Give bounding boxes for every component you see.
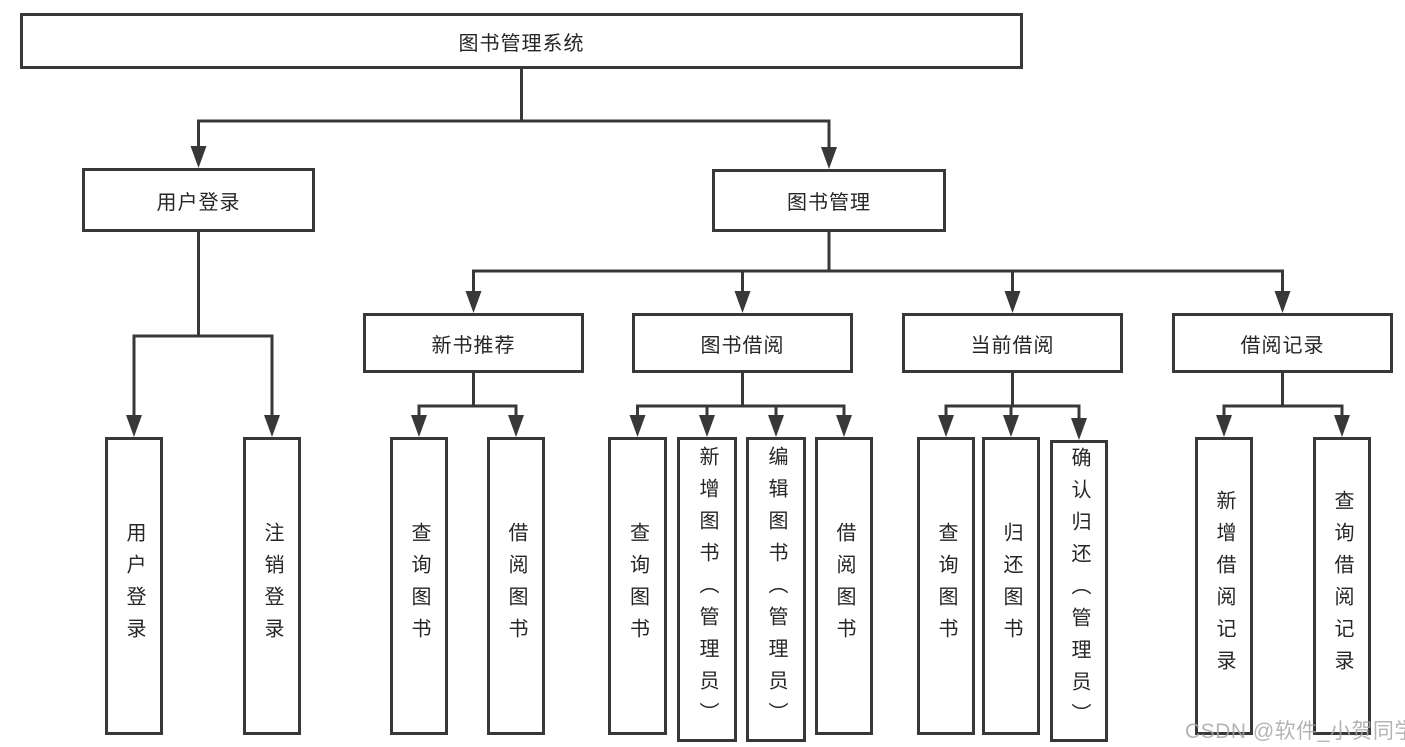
leaf-query-borrow-record: 查询借阅记录: [1313, 437, 1371, 735]
node-book-borrowing-label: 图书借阅: [700, 334, 785, 357]
leaf-return-books: 归还图书: [982, 437, 1040, 735]
leaf-query-books-3-label: 查询图书: [935, 522, 957, 650]
leaf-borrow-books-2-label: 借阅图书: [833, 522, 855, 650]
node-user-login-label: 用户登录: [156, 191, 241, 214]
node-current-borrowing: 当前借阅: [902, 313, 1123, 373]
leaf-confirm-return-label: 确认归还（管理员）: [1068, 447, 1090, 735]
node-book-management-label: 图书管理: [787, 192, 871, 214]
node-book-borrowing: 图书借阅: [632, 313, 853, 373]
node-root-system: 图书管理系统: [20, 13, 1023, 69]
node-book-management: 图书管理: [712, 169, 946, 232]
leaf-add-books-label: 新增图书（管理员）: [696, 445, 718, 734]
leaf-query-borrow-record-label: 查询借阅记录: [1331, 490, 1353, 682]
leaf-logout: 注销登录: [243, 437, 301, 735]
node-new-book-recommendation-label: 新书推荐: [431, 334, 516, 357]
csdn-watermark: CSDN @软件_小贺同学: [1185, 720, 1405, 743]
leaf-query-books-under-borrowing: 查询图书: [608, 437, 667, 735]
leaf-add-borrow-record: 新增借阅记录: [1195, 437, 1253, 735]
node-current-borrowing-label: 当前借阅: [970, 334, 1055, 357]
leaf-return-books-label: 归还图书: [1000, 522, 1022, 650]
leaf-edit-books-label: 编辑图书（管理员）: [765, 445, 787, 734]
leaf-query-books-1-label: 查询图书: [408, 522, 430, 650]
leaf-confirm-return-admin: 确认归还（管理员）: [1050, 440, 1108, 742]
leaf-query-books-under-recommendation: 查询图书: [390, 437, 448, 735]
node-borrowing-records-label: 借阅记录: [1240, 334, 1325, 357]
leaf-logout-label: 注销登录: [261, 522, 283, 650]
leaf-add-borrow-record-label: 新增借阅记录: [1213, 490, 1235, 682]
leaf-user-login: 用户登录: [105, 437, 163, 735]
node-root-label: 图书管理系统: [458, 32, 585, 55]
leaf-user-login-label: 用户登录: [123, 522, 145, 650]
leaf-query-books-2-label: 查询图书: [626, 522, 649, 650]
leaf-borrow-books-under-borrowing: 借阅图书: [815, 437, 873, 735]
leaf-borrow-books-under-recommendation: 借阅图书: [487, 437, 545, 735]
leaf-edit-books-admin: 编辑图书（管理员）: [746, 437, 806, 742]
leaf-query-books-under-current: 查询图书: [917, 437, 975, 735]
node-user-login: 用户登录: [82, 168, 315, 232]
node-borrowing-records: 借阅记录: [1172, 313, 1393, 373]
leaf-borrow-books-1-label: 借阅图书: [505, 522, 527, 650]
node-new-book-recommendation: 新书推荐: [363, 313, 584, 373]
leaf-add-books-admin: 新增图书（管理员）: [677, 437, 737, 742]
